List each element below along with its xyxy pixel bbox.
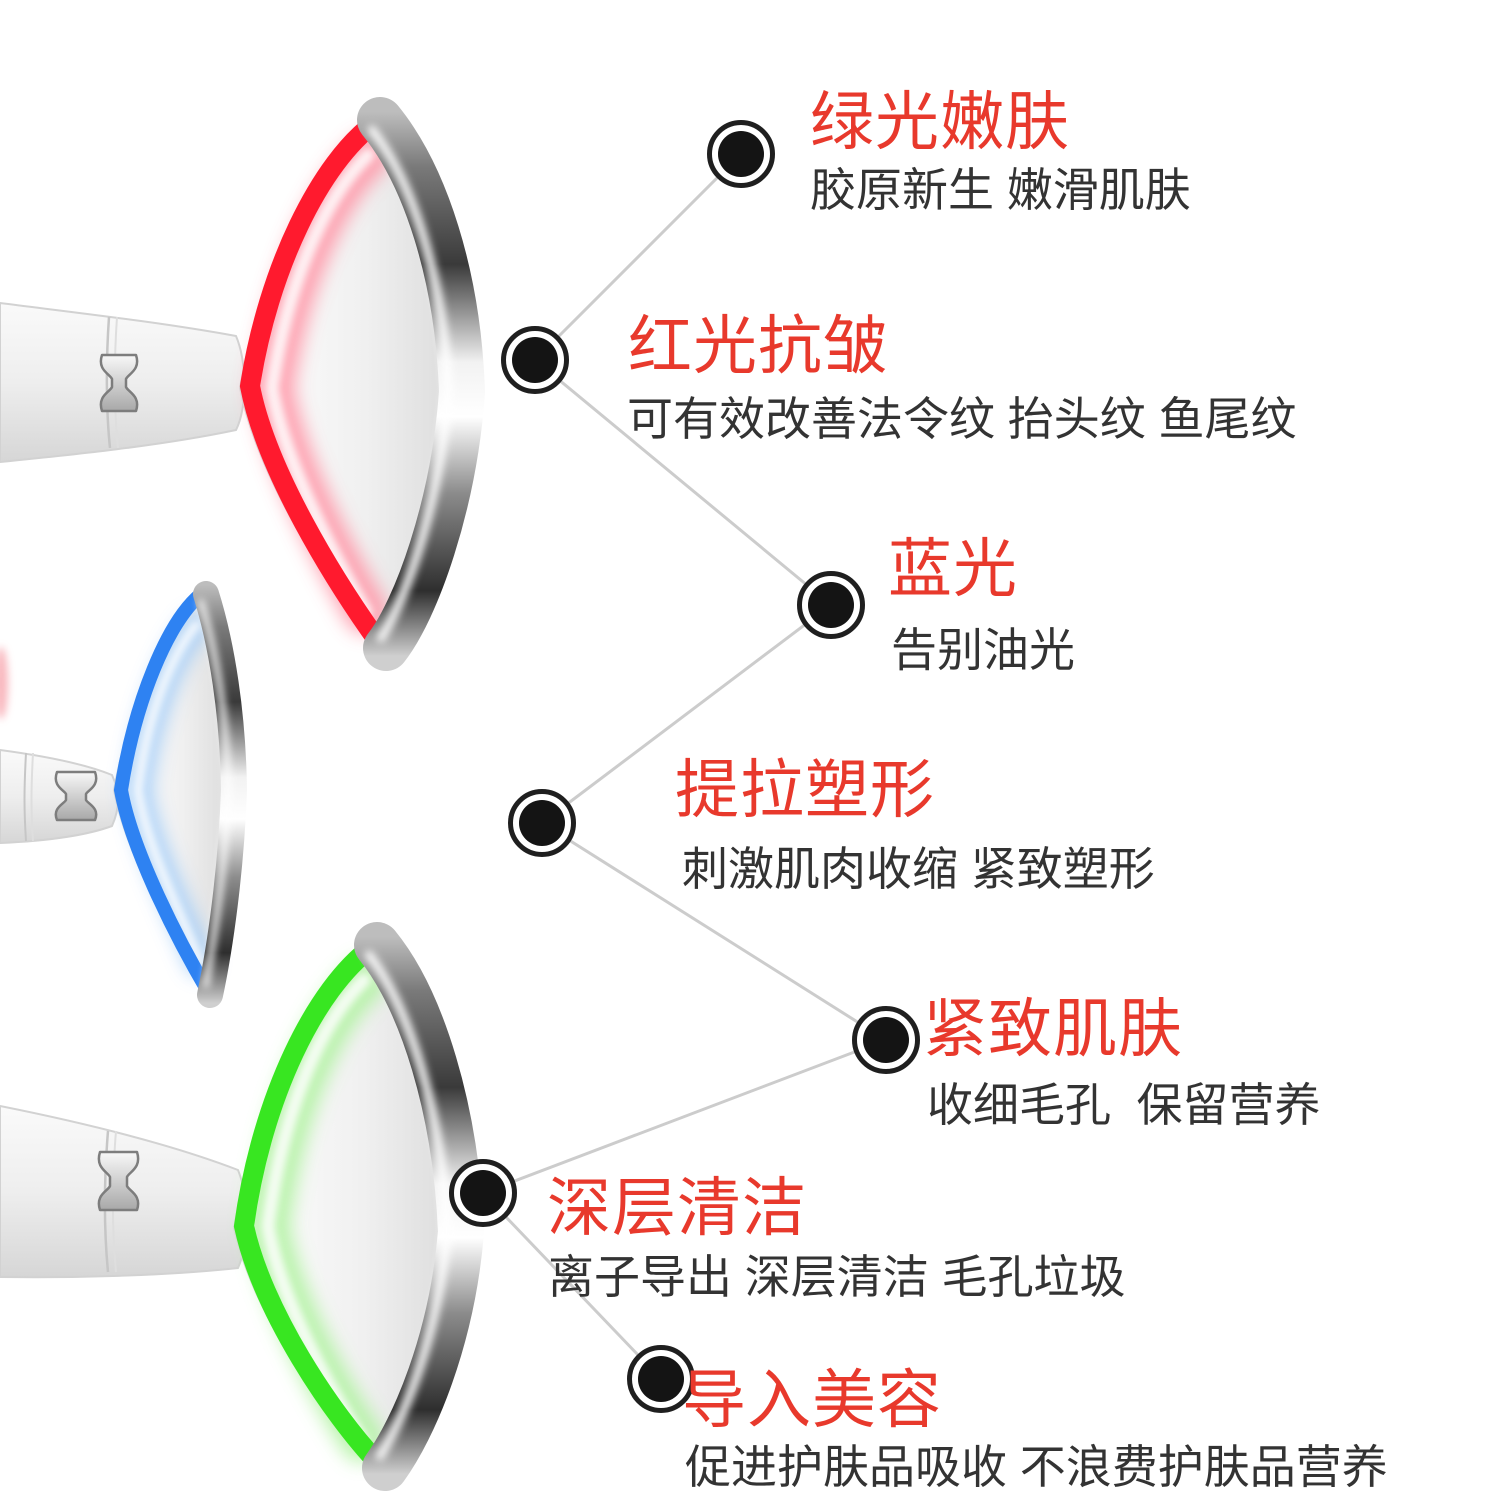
blue-led-glow-core (132, 620, 205, 967)
feature-subtitle-3: 告别油光 (891, 624, 1075, 676)
connector-line-1 (533, 152, 743, 362)
feature-bullet-7 (627, 1345, 695, 1413)
red-device-edge-sliver (0, 647, 8, 719)
blue-chrome-edge (193, 581, 248, 1008)
red-chrome-edge (357, 97, 486, 671)
green-led-device-image (0, 922, 485, 1491)
feature-title-1: 绿光嫩肤 (810, 86, 1070, 158)
bullet-dot-icon (460, 1170, 506, 1216)
feature-title-2: 红光抗皱 (628, 310, 888, 382)
feature-subtitle-4: 刺激肌肉收缩 紧致塑形 (682, 843, 1155, 895)
connector-line-5 (482, 1038, 887, 1195)
green-led-glow-core (260, 973, 371, 1447)
feature-subtitle-1: 胶原新生 嫩滑肌肤 (810, 164, 1191, 216)
feature-bullet-5 (852, 1006, 920, 1074)
bullet-dot-icon (718, 131, 764, 177)
feature-title-5: 紧致肌肤 (923, 993, 1183, 1065)
feature-title-7: 导入美容 (682, 1364, 942, 1436)
green-chrome-highlight (364, 950, 452, 1461)
red-device-handle-seam (105, 316, 112, 449)
red-chrome-highlight (367, 125, 453, 643)
green-chrome-edge (354, 922, 485, 1491)
feature-bullet-2 (501, 326, 569, 394)
green-device-power-button (97, 1150, 140, 1212)
feature-bullet-4 (508, 789, 576, 857)
red-led-glow-core (264, 148, 375, 619)
connector-line-2 (534, 358, 832, 607)
connector-line-6 (481, 1191, 663, 1381)
feature-bullet-3 (797, 571, 865, 639)
feature-bullet-1 (707, 120, 775, 188)
bullet-dot-icon (638, 1356, 684, 1402)
feature-bullet-6 (449, 1159, 517, 1227)
blue-chrome-highlight (198, 599, 232, 988)
bullet-dot-icon (519, 800, 565, 846)
feature-title-4: 提拉塑形 (675, 754, 935, 826)
bullet-dot-icon (863, 1017, 909, 1063)
red-led-strip (239, 112, 390, 654)
feature-subtitle-6: 离子导出 深层清洁 毛孔垃圾 (548, 1251, 1126, 1303)
blue-device-handle-seam (30, 752, 34, 842)
blue-led-strip (113, 588, 216, 1000)
red-device-power-button (99, 353, 139, 413)
green-led-strip (233, 937, 389, 1474)
bullet-dot-icon (512, 337, 558, 383)
feature-subtitle-5: 收细毛孔 保留营养 (927, 1079, 1321, 1131)
blue-led-device-image (0, 581, 248, 1008)
connector-line-3 (541, 603, 832, 825)
blue-device-power-button (54, 770, 98, 822)
feature-title-3: 蓝光 (888, 533, 1018, 605)
feature-subtitle-2: 可有效改善法令纹 抬头纹 鱼尾纹 (627, 393, 1297, 445)
red-led-device-image (0, 97, 486, 671)
feature-title-6: 深层清洁 (547, 1172, 807, 1244)
blue-device-handle-seam (23, 752, 27, 842)
feature-subtitle-7: 促进护肤品吸收 不浪费护肤品营养 (685, 1441, 1388, 1493)
blue-device-handle (0, 748, 119, 845)
connector-line-4 (541, 821, 887, 1042)
bullet-dot-icon (808, 582, 854, 628)
